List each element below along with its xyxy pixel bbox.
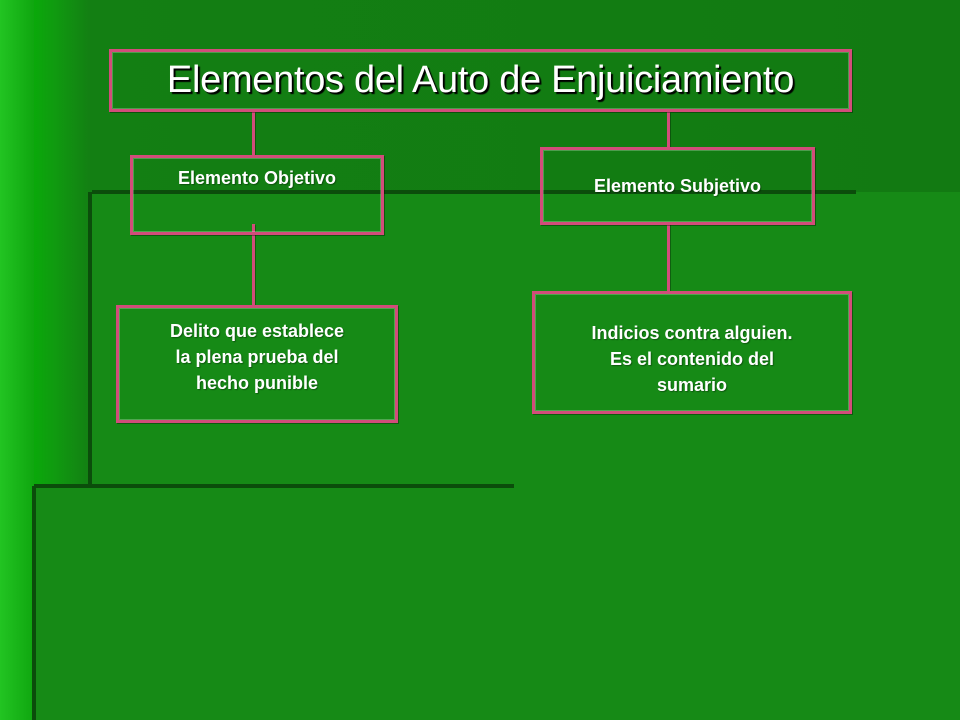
background-edge [34,484,514,488]
diagram-title-box: Elementos del Auto de Enjuiciamiento [109,49,852,112]
subjective-element-label: Elemento Subjetivo [593,176,762,196]
background-edge [92,190,856,194]
objective-detail-line: hecho punible [195,373,318,393]
background-stripe [0,0,34,720]
background-panel [34,486,960,720]
objective-detail-box: Delito que establece la plena prueba del… [116,305,398,423]
objective-detail-line: la plena prueba del [175,347,339,367]
objective-detail-line: Delito que establece [169,321,345,341]
background-edge [32,486,36,720]
connector-title-subjective [667,112,670,147]
subjective-detail-line: Indicios contra alguien. [591,323,793,343]
subjective-detail-line: sumario [656,375,727,395]
diagram-title: Elementos del Auto de Enjuiciamiento [166,59,795,101]
subjective-detail-box: Indicios contra alguien. Es el contenido… [532,291,852,414]
connector-title-objective [252,112,255,155]
objective-element-label: Elemento Objetivo [177,168,337,188]
subjective-element-box: Elemento Subjetivo [540,147,815,225]
subjective-detail-line: Es el contenido del [609,349,774,369]
connector-objective-detail [252,224,255,305]
background-panel [92,192,960,486]
objective-element-box: Elemento Objetivo [130,155,384,235]
connector-subjective-detail [667,224,670,291]
background-edge [88,192,92,486]
